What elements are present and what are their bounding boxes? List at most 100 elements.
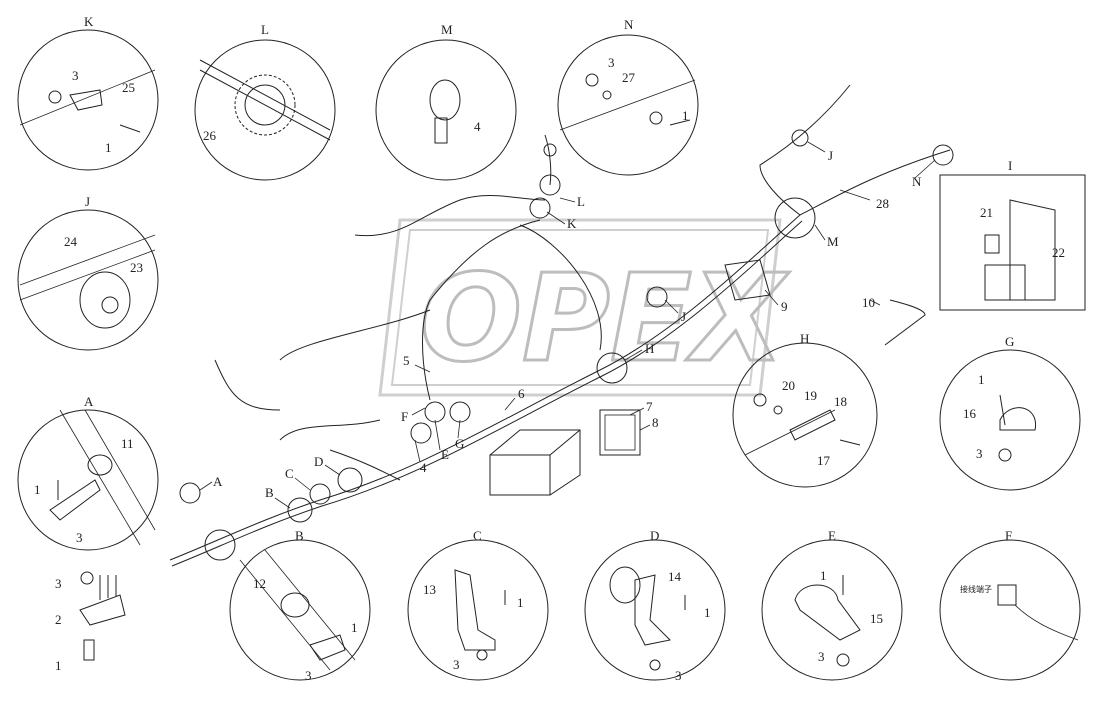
- label-H-18: 18: [834, 394, 847, 409]
- watermark-text: OPEX: [420, 250, 790, 389]
- detail-I: I 21 22: [939, 158, 1086, 311]
- label-D-3: 3: [675, 668, 682, 683]
- detail-F: F 接线端子: [939, 528, 1081, 681]
- callout-C: C: [285, 466, 294, 481]
- label-D-14: 14: [668, 569, 682, 584]
- label-C-3: 3: [453, 657, 460, 672]
- detail-title-M: M: [441, 22, 453, 37]
- label-E-1: 1: [820, 568, 827, 583]
- label-E-15: 15: [870, 611, 883, 626]
- battery: [489, 429, 581, 496]
- detail-L: L 26: [194, 22, 336, 181]
- callout-J-top: J: [828, 148, 833, 163]
- callout-4: 4: [420, 460, 427, 475]
- detail-title-D: D: [650, 528, 659, 543]
- callout-M: M: [827, 234, 839, 249]
- callout-K: K: [567, 216, 577, 231]
- label-N-1: 1: [682, 108, 689, 123]
- leader-lines: [199, 141, 936, 509]
- label-G-3: 3: [976, 446, 983, 461]
- callout-L: L: [577, 194, 585, 209]
- callout-5: 5: [403, 353, 410, 368]
- label-K-1: 1: [105, 140, 112, 155]
- label-B-3: 3: [305, 668, 312, 683]
- detail-title-K: K: [84, 14, 94, 29]
- label-B-12: 12: [253, 576, 266, 591]
- label-bracket-3: 3: [55, 576, 62, 591]
- label-C-1: 1: [517, 595, 524, 610]
- detail-title-H: H: [800, 331, 809, 346]
- label-A-1: 1: [34, 482, 41, 497]
- detail-title-G: G: [1005, 334, 1014, 349]
- detail-title-I: I: [1008, 158, 1012, 173]
- label-bracket-1: 1: [55, 658, 62, 673]
- callout-J-mid: J: [681, 309, 686, 324]
- label-C-13: 13: [423, 582, 436, 597]
- callout-9: 9: [781, 299, 788, 314]
- detail-title-N: N: [624, 17, 634, 32]
- label-bracket-2: 2: [55, 612, 62, 627]
- label-H-20: 20: [782, 378, 795, 393]
- callout-E: E: [441, 447, 449, 462]
- callout-D: D: [314, 454, 323, 469]
- detail-G: G 1 16 3: [939, 334, 1081, 491]
- detail-C: C 13 1 3: [407, 528, 549, 681]
- detail-title-B: B: [295, 528, 304, 543]
- label-H-19: 19: [804, 388, 817, 403]
- label-D-1: 1: [704, 605, 711, 620]
- detail-J: J 24 23: [17, 194, 159, 351]
- callout-H: H: [645, 341, 654, 356]
- bracket-plate: [724, 259, 771, 301]
- detail-title-A: A: [84, 394, 94, 409]
- label-J-24: 24: [64, 234, 78, 249]
- callout-7: 7: [646, 399, 653, 414]
- label-A-11: 11: [121, 436, 134, 451]
- detail-A: A 11 1 3: [17, 394, 159, 551]
- detail-title-C: C: [473, 528, 482, 543]
- watermark: OPEX: [378, 218, 791, 397]
- detail-N: N 3 27 1: [557, 17, 699, 176]
- label-G-1: 1: [978, 372, 985, 387]
- label-K-25: 25: [122, 80, 135, 95]
- detail-title-J: J: [85, 194, 90, 209]
- label-G-16: 16: [963, 406, 977, 421]
- detail-D: D 14 1 3: [584, 528, 726, 683]
- callout-A: A: [213, 474, 223, 489]
- detail-B: B 12 1 3: [229, 528, 371, 683]
- label-H-17: 17: [817, 453, 831, 468]
- main-callouts: L K J N 28 M 9 J H 7 8 6 G E 4 D C B A F…: [213, 148, 922, 500]
- label-N-3: 3: [608, 55, 615, 70]
- label-I-21: 21: [980, 205, 993, 220]
- label-L-26: 26: [203, 128, 217, 143]
- bracket-assembly: 3 2 1: [55, 571, 126, 673]
- label-M-4: 4: [474, 119, 481, 134]
- label-B-1: 1: [351, 620, 358, 635]
- detail-title-L: L: [261, 22, 269, 37]
- callout-6: 6: [518, 386, 525, 401]
- fuse-box: [599, 409, 641, 456]
- detail-M: M 4: [375, 22, 517, 181]
- callout-10: 10: [862, 295, 875, 310]
- detail-K: K 3 25 1: [17, 14, 159, 171]
- label-N-27: 27: [622, 70, 636, 85]
- label-J-23: 23: [130, 260, 143, 275]
- detail-title-E: E: [828, 528, 836, 543]
- callout-B: B: [265, 485, 274, 500]
- callout-N: N: [912, 174, 922, 189]
- label-E-3: 3: [818, 649, 825, 664]
- label-K-3: 3: [72, 68, 79, 83]
- main-harness: [169, 84, 951, 567]
- callout-F: F: [401, 409, 408, 424]
- callout-28: 28: [876, 196, 889, 211]
- harness-clips: [179, 129, 954, 561]
- label-F-note: 接线端子: [960, 584, 992, 594]
- detail-title-F: F: [1005, 528, 1012, 543]
- callout-G: G: [455, 436, 464, 451]
- label-A-3: 3: [76, 530, 83, 545]
- label-I-22: 22: [1052, 245, 1065, 260]
- callout-8: 8: [652, 415, 659, 430]
- detail-E: E 1 15 3: [761, 528, 903, 681]
- detail-H: H 20 19 18 17: [732, 331, 878, 488]
